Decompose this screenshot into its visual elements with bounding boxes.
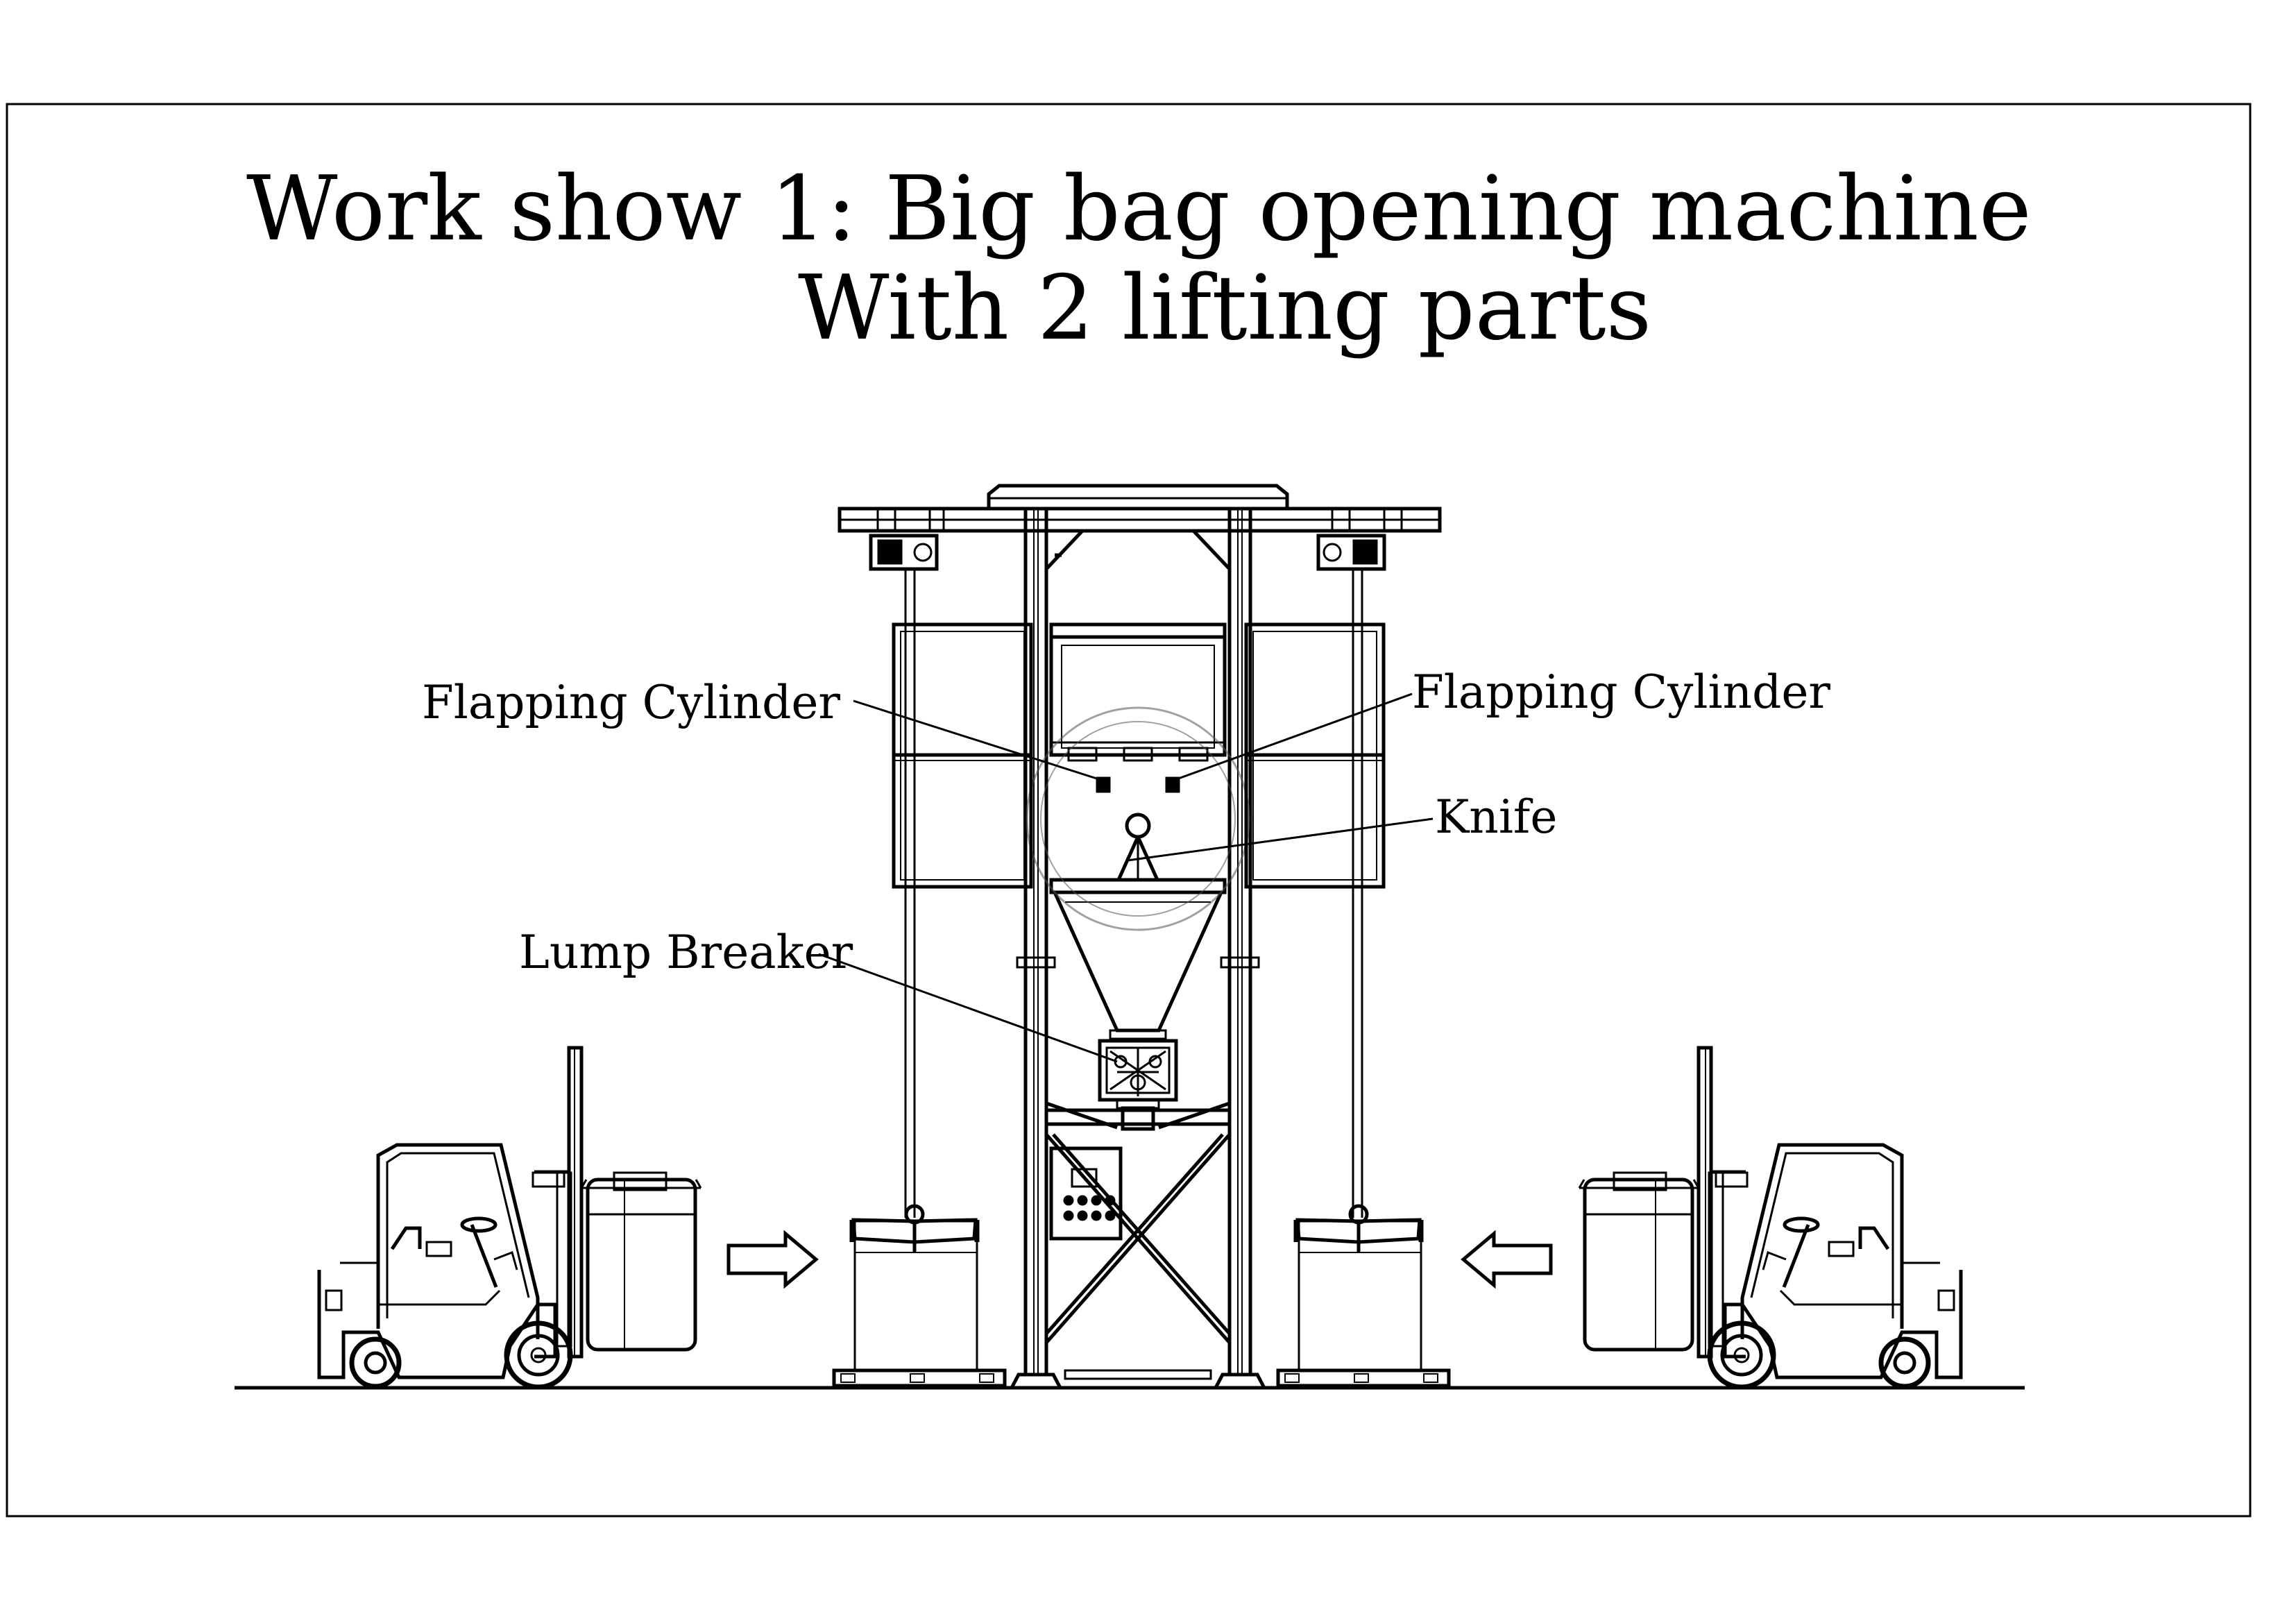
knife-icon (1114, 813, 1162, 882)
central-frame (837, 484, 1442, 1390)
flapping-cylinder-left-icon (1096, 776, 1111, 793)
leader-knife (1127, 817, 1434, 862)
watermark-seal-icon (1026, 706, 1250, 931)
label-flapping-cylinder-left: Flapping Cylinder (422, 676, 840, 729)
label-lump-breaker: Lump Breaker (519, 926, 853, 979)
arrow-left-icon (1461, 1230, 1553, 1289)
right-column (1212, 507, 1268, 1390)
upper-bracing (1045, 529, 1231, 570)
lump-breaker-icon (1098, 1039, 1178, 1131)
forklift-left (317, 1046, 702, 1390)
hopper-box (1049, 622, 1227, 762)
flapping-cylinder-right-icon (1165, 776, 1180, 793)
right-bag-hanger (1293, 1204, 1424, 1252)
right-pallet (1276, 1368, 1451, 1388)
top-cap (987, 484, 1289, 511)
right-flapping-panel (1244, 622, 1386, 889)
arrow-right-icon (726, 1230, 819, 1289)
leader-flapping-cylinder-left (853, 699, 1104, 782)
control-panel-icon (1049, 1146, 1123, 1241)
lower-bracing (1045, 1101, 1231, 1344)
forklift-right (1578, 1046, 1963, 1390)
leader-lines (818, 692, 1434, 1063)
diagram-title-line-2: With 2 lifting parts (798, 257, 1651, 360)
leader-lump-breaker (818, 953, 1118, 1063)
label-knife: Knife (1435, 790, 1557, 844)
label-flapping-cylinder-right: Flapping Cylinder (1412, 665, 1830, 719)
left-hoist (869, 534, 939, 1218)
diagram-title-line-1: Work show 1: Big bag opening machine (246, 158, 2032, 261)
left-pallet (832, 1368, 1007, 1388)
leader-flapping-cylinder-right (1172, 692, 1413, 782)
hopper-cone (1049, 878, 1227, 1040)
right-hoist (1316, 534, 1386, 1218)
drawing-frame (6, 103, 2252, 1518)
left-column (1008, 507, 1064, 1390)
